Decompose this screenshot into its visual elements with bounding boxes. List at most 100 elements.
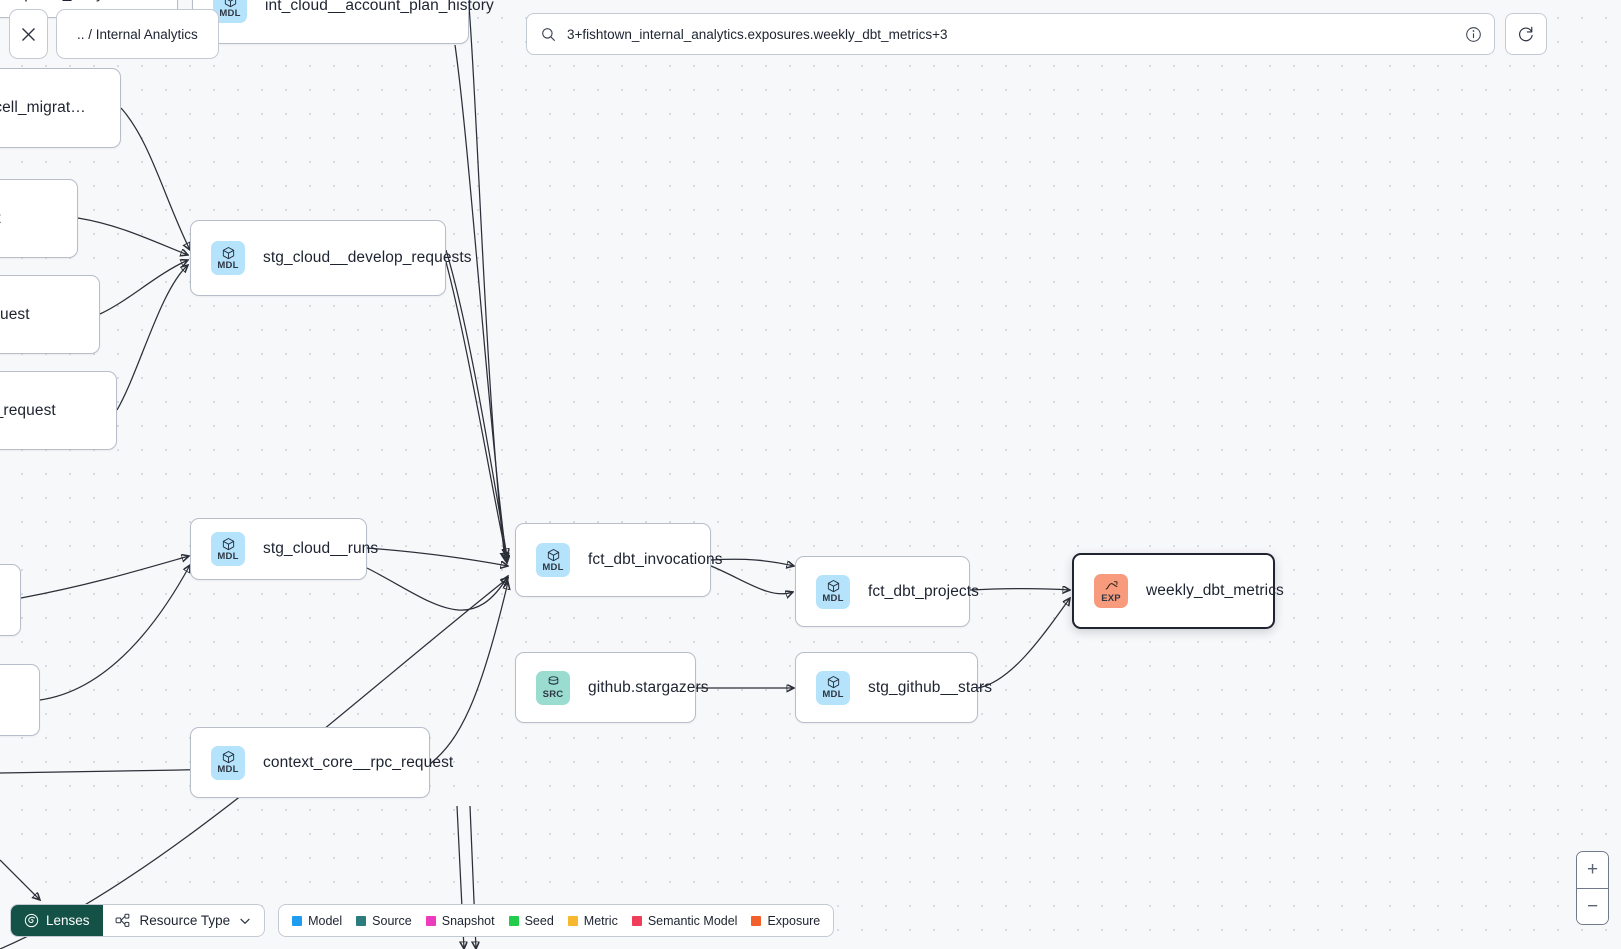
cube-icon <box>222 537 234 550</box>
lineage-edge <box>0 859 40 900</box>
node-label: stg_cloud__runs <box>263 540 379 557</box>
node-type-tag: MDL <box>219 7 241 19</box>
lineage-node[interactable]: MDL fct_dbt_projects <box>795 556 979 627</box>
legend-swatch <box>292 915 303 926</box>
info-circle-icon[interactable] <box>1465 26 1482 43</box>
lineage-node[interactable]: MDL stg_cloud__develop_requests <box>190 220 472 296</box>
cube-icon <box>222 751 234 764</box>
lineage-edge <box>366 547 508 566</box>
resource-type-dropdown[interactable]: Resource Type <box>103 905 265 936</box>
lineage-node[interactable]: p_request <box>0 179 78 258</box>
node-label: fct_dbt_invocations <box>588 551 723 568</box>
resource-type-legend: Model Source Snapshot Seed Metric Semantic Mo… <box>278 904 835 937</box>
lineage-node[interactable]: _run <box>0 664 40 736</box>
legend-item-source[interactable]: Source <box>356 914 412 928</box>
node-type-badge-src: SRC <box>536 670 570 705</box>
lineage-node[interactable]: MDL int_cloud__account_plan_history <box>192 0 494 44</box>
refresh-button[interactable] <box>1505 13 1547 55</box>
search-input[interactable] <box>567 26 1454 42</box>
lineage-node[interactable]: velop_request <box>0 275 100 354</box>
node-type-tag: MDL <box>217 259 239 271</box>
legend-item-metric[interactable]: Metric <box>567 913 618 928</box>
node-type-badge-mdl: MDL <box>213 0 247 23</box>
top-toolbar: .. / Internal Analytics <box>0 0 1621 66</box>
legend-label: Model <box>308 913 343 928</box>
search-bar[interactable] <box>526 13 1495 55</box>
cube-icon <box>547 548 559 561</box>
lineage-node[interactable]: MDL stg_cloud__runs <box>190 518 378 580</box>
lineage-node[interactable]: n <box>0 564 21 636</box>
legend-item-semantic-model[interactable]: Semantic Model <box>631 913 738 928</box>
lineage-edge <box>39 565 190 701</box>
node-type-tag: EXP <box>1101 592 1121 604</box>
node-label: stg_cloud__develop_requests <box>263 249 472 266</box>
legend-swatch <box>508 915 519 926</box>
node-type-badge-mdl: MDL <box>211 241 245 275</box>
legend-label: Semantic Model <box>647 913 738 928</box>
node-type-tag: MDL <box>542 561 564 573</box>
zoom-in-button[interactable]: + <box>1577 852 1608 888</box>
node-type-tag: MDL <box>217 764 239 775</box>
legend-item-snapshot[interactable]: Snapshot <box>425 913 495 928</box>
cube-icon <box>222 246 234 259</box>
legend-item-seed[interactable]: Seed <box>508 913 554 928</box>
legend-label: Seed <box>524 913 554 928</box>
legend-swatch <box>631 915 642 926</box>
refresh-icon <box>1519 26 1533 42</box>
cube-icon <box>827 580 839 593</box>
legend-swatch <box>751 915 762 926</box>
chevron-down-icon <box>240 918 250 924</box>
lineage-edge <box>468 5 505 560</box>
node-label: int_cloud__account_plan_history <box>265 0 494 14</box>
legend-swatch <box>567 915 578 926</box>
legend-swatch <box>425 915 436 926</box>
bottom-toolbar: Lenses Resource Type Model Source Snapshot… <box>10 904 835 937</box>
node-type-badge-mdl: MDL <box>816 670 850 705</box>
lineage-node[interactable]: MDL fct_dbt_invocations <box>515 523 723 597</box>
legend-label: Exposure <box>767 913 821 928</box>
lineage-node[interactable]: MDL context_core__rpc_request <box>190 727 453 798</box>
lineage-node[interactable]: MDL stg_github__stars <box>795 652 992 723</box>
lens-spiral-icon <box>24 913 39 928</box>
lenses-button[interactable]: Lenses <box>11 905 103 936</box>
node-type-badge-mdl: MDL <box>211 745 245 780</box>
node-label: context_core__rpc_request <box>263 753 454 771</box>
lineage-edge <box>77 217 188 255</box>
legend-item-model[interactable]: Model <box>292 914 342 928</box>
close-button[interactable] <box>9 9 48 59</box>
node-type-badge-mdl: MDL <box>536 543 570 577</box>
lineage-node[interactable]: multicell_migrat… <box>0 68 121 148</box>
database-icon <box>548 676 558 685</box>
node-label: weekly_dbt_metrics <box>1146 582 1284 599</box>
legend-item-exposure[interactable]: Exposure <box>751 914 820 928</box>
lineage-node[interactable]: _develop_request <box>0 371 117 450</box>
node-type-badge-mdl: MDL <box>816 574 850 609</box>
lineage-edge <box>429 582 508 765</box>
lineage-edge <box>710 558 794 566</box>
node-label: velop_request <box>0 305 30 323</box>
resource-type-label: Resource Type <box>139 913 231 928</box>
legend-label: Source <box>372 913 412 928</box>
breadcrumb[interactable]: .. / Internal Analytics <box>56 9 219 59</box>
lineage-edge <box>120 107 190 250</box>
lineage-edge <box>366 567 508 611</box>
legend-label: Snapshot <box>441 913 495 928</box>
lineage-edge <box>710 565 793 594</box>
lineage-edge <box>116 265 188 411</box>
node-label: fct_dbt_projects <box>868 582 980 600</box>
zoom-out-button[interactable]: − <box>1577 888 1608 924</box>
lens-controls: Lenses Resource Type <box>10 904 266 937</box>
lineage-node[interactable]: EXP weekly_dbt_metrics <box>1072 553 1284 629</box>
node-label: stg_github__stars <box>868 678 993 696</box>
node-type-badge-mdl: MDL <box>211 532 245 566</box>
cube-icon <box>224 0 236 7</box>
legend-label: Metric <box>583 913 618 928</box>
lineage-edge <box>445 249 507 556</box>
node-label: multicell_migrat… <box>0 99 86 116</box>
node-label: snapshot_daily <box>0 0 104 3</box>
lineage-edge <box>454 44 507 563</box>
